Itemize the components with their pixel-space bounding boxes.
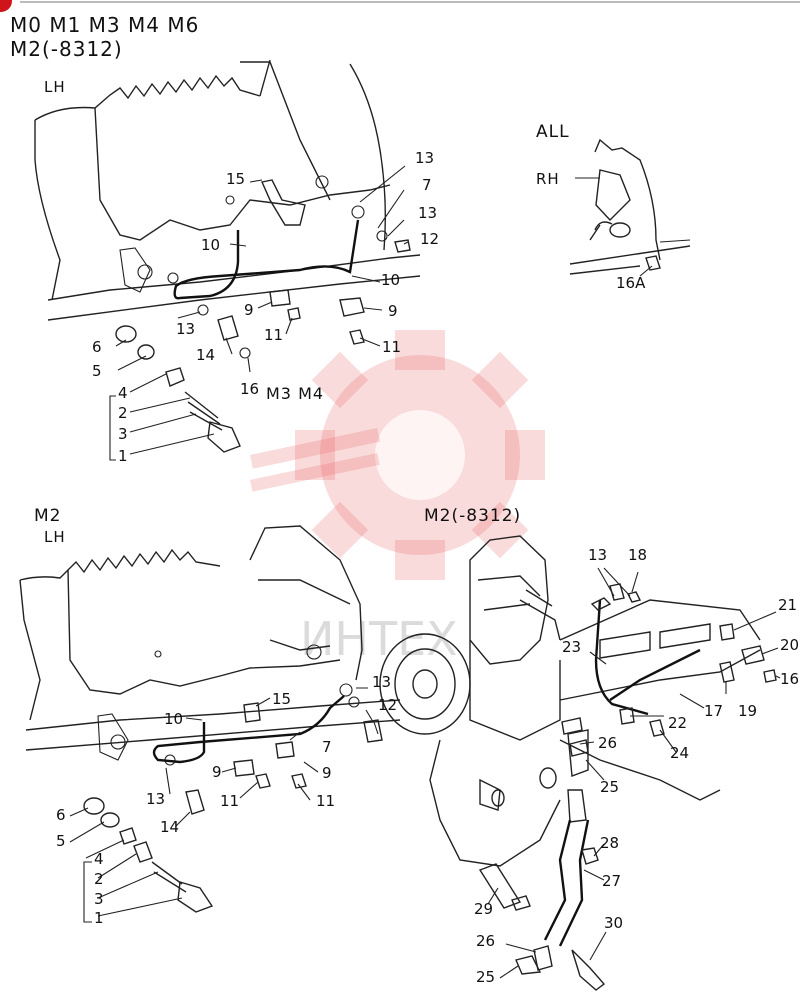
callout-6: 6 [56,806,66,824]
all-side-label: RH [536,170,560,188]
callout-11: 11 [382,338,402,356]
callout-9: 9 [244,301,254,319]
callout-11: 11 [264,326,284,344]
callout-10: 10 [164,710,184,728]
callout-13: 13 [146,790,166,808]
callout-9: 9 [212,763,222,781]
callout-27: 27 [602,872,622,890]
top-left-engine [34,59,421,461]
callout-14: 14 [196,346,216,364]
callout-16: 16 [240,380,260,398]
callout-1: 1 [118,447,128,465]
bottom-left-engine [19,525,401,923]
callout-7: 7 [422,176,432,194]
top-right-engine [569,138,691,277]
callout-12: 12 [378,696,398,714]
callout-10: 10 [201,236,221,254]
callout-16: 16 [780,670,800,688]
watermark-text: ИНТЕХ [300,612,458,666]
callout-26: 26 [476,932,496,950]
callout-15: 15 [272,690,292,708]
callout-2: 2 [94,870,104,888]
callout-13: 13 [588,546,608,564]
callout-30: 30 [604,914,624,932]
top-border-line [20,1,800,3]
callout-19: 19 [738,702,758,720]
models-line-2: M2(-8312) [10,37,123,61]
callout-3: 3 [118,425,128,443]
callout-26: 26 [598,734,618,752]
callout-13: 13 [372,673,392,691]
callout-4: 4 [118,384,128,402]
callout-5: 5 [56,832,66,850]
models-line-1: M0 M1 M3 M4 M6 [10,13,200,37]
callout-11: 11 [316,792,336,810]
m3m4-label: M3 M4 [266,384,325,403]
callout-9: 9 [322,764,332,782]
callout-25: 25 [476,968,496,986]
callout-18: 18 [628,546,648,564]
callout-22: 22 [668,714,688,732]
callout-16a: 16A [616,274,646,292]
callout-13: 13 [418,204,438,222]
top-left-side-label: LH [44,78,66,96]
callout-28: 28 [600,834,620,852]
callout-17: 17 [704,702,724,720]
callout-10: 10 [381,271,401,289]
m2-side-label: LH [44,528,66,546]
callout-24: 24 [670,744,690,762]
callout-1: 1 [94,909,104,927]
watermark-gear [250,330,545,580]
callout-9: 9 [388,302,398,320]
bottom-right-assembly [379,535,781,991]
callout-13: 13 [176,320,196,338]
m2-right-label: M2(-8312) [424,506,522,526]
callout-23: 23 [562,638,582,656]
callout-21: 21 [778,596,798,614]
callout-11: 11 [220,792,240,810]
callout-20: 20 [780,636,800,654]
callout-13: 13 [415,149,435,167]
callout-3: 3 [94,890,104,908]
callout-15: 15 [226,170,246,188]
m2-label: M2 [34,506,62,526]
callout-25: 25 [600,778,620,796]
callout-6: 6 [92,338,102,356]
callout-7: 7 [322,738,332,756]
callout-4: 4 [94,850,104,868]
callout-14: 14 [160,818,180,836]
callout-5: 5 [92,362,102,380]
callout-2: 2 [118,404,128,422]
callout-12: 12 [420,230,440,248]
callout-29: 29 [474,900,494,918]
all-label: ALL [536,122,570,142]
